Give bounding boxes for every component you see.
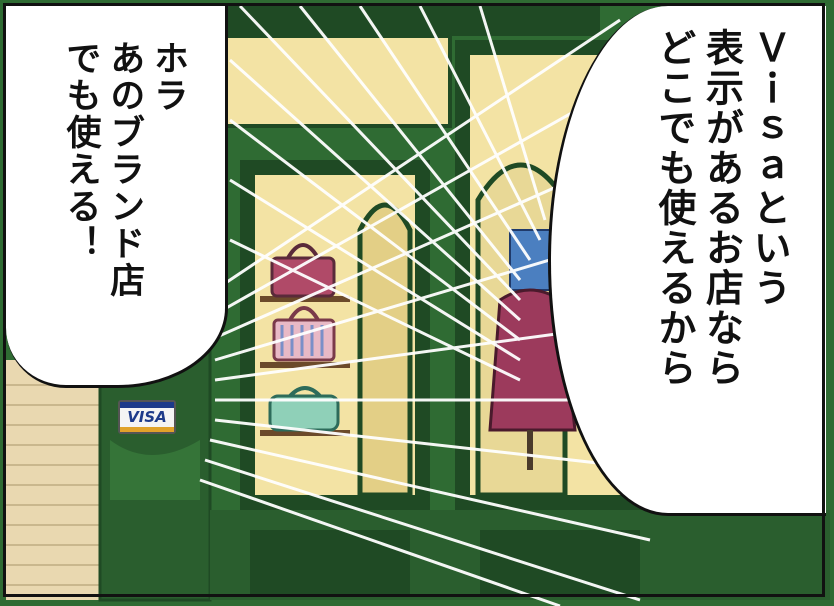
speech-bubble-left: ホラ あのブランド店 でも使える！: [6, 6, 228, 388]
speech-line: Ｖｉｓａという: [747, 28, 791, 308]
speed-lines: [199, 4, 661, 606]
speech-text-left: ホラ あのブランド店 でも使える！: [58, 40, 189, 380]
visa-sticker-label: VISA: [127, 408, 167, 426]
visa-sticker: VISA: [118, 400, 176, 434]
speech-text-right: Ｖｉｓａという 表示があるお店なら どこでも使えるから: [650, 28, 793, 468]
display-window-left: [240, 160, 430, 510]
speech-line: どこでも使えるから: [652, 28, 696, 388]
shutter-wall: [6, 360, 116, 600]
speech-line: でも使える！: [60, 40, 101, 262]
speech-bubble-right: Ｖｉｓａという 表示があるお店なら どこでも使えるから: [548, 6, 826, 516]
speech-line: ホラ: [148, 40, 188, 114]
speech-line: あのブランド店: [104, 40, 145, 299]
speech-line: 表示があるお店なら: [699, 28, 744, 388]
